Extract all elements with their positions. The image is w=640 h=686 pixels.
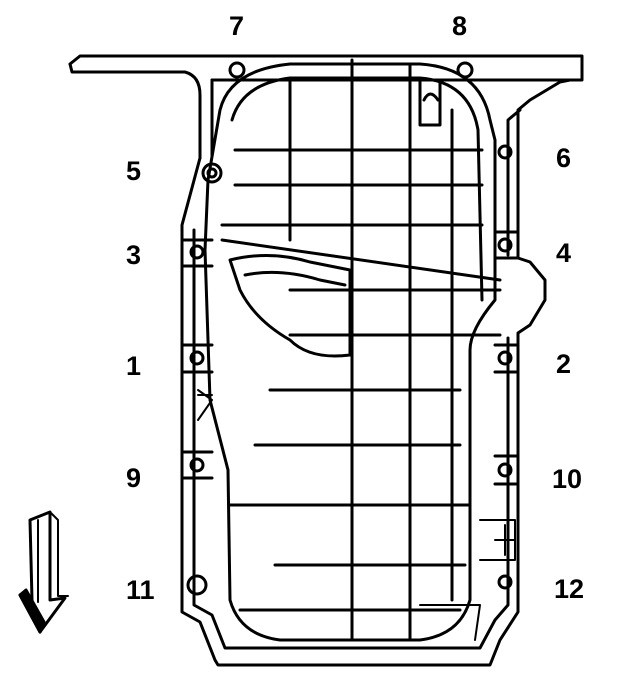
front-arrow-icon: [18, 510, 69, 634]
bolt-hole-6: [497, 144, 513, 160]
bolt-hole-1: [189, 350, 205, 366]
bolt-hole-10: [497, 462, 513, 478]
bolt-hole-3: [189, 244, 205, 260]
bolt-hole-5: [201, 162, 223, 184]
baffle-grid: [220, 58, 502, 642]
bolt-hole-4: [497, 237, 513, 253]
bolt-label-5: 5: [126, 156, 142, 186]
bolt-label-4: 4: [556, 238, 572, 268]
bolt-hole-8: [456, 61, 474, 79]
bolt-label-9: 9: [126, 463, 142, 493]
bolt-label-7: 7: [229, 11, 245, 41]
bolt-label-10: 10: [552, 464, 583, 494]
bolt-holes: [180, 61, 520, 596]
pan-outer-wall: [180, 78, 572, 667]
drain-area: [197, 389, 516, 641]
sump-inner-outline: [203, 62, 497, 642]
bolt-label-11: 11: [126, 575, 155, 605]
bolt-label-6: 6: [556, 143, 572, 173]
bolt-hole-7: [228, 61, 246, 79]
bolt-label-3: 3: [126, 240, 142, 270]
bolt-label-1: 1: [126, 351, 142, 381]
bolt-label-8: 8: [452, 11, 468, 41]
top-flange: [68, 54, 584, 160]
bolt-label-2: 2: [556, 349, 572, 379]
bolt-label-12: 12: [554, 574, 585, 604]
bolt-hole-11: [186, 574, 208, 596]
bolt-hole-2: [497, 350, 513, 366]
bolt-hole-9: [189, 457, 205, 473]
bolt-hole-12: [497, 574, 513, 590]
